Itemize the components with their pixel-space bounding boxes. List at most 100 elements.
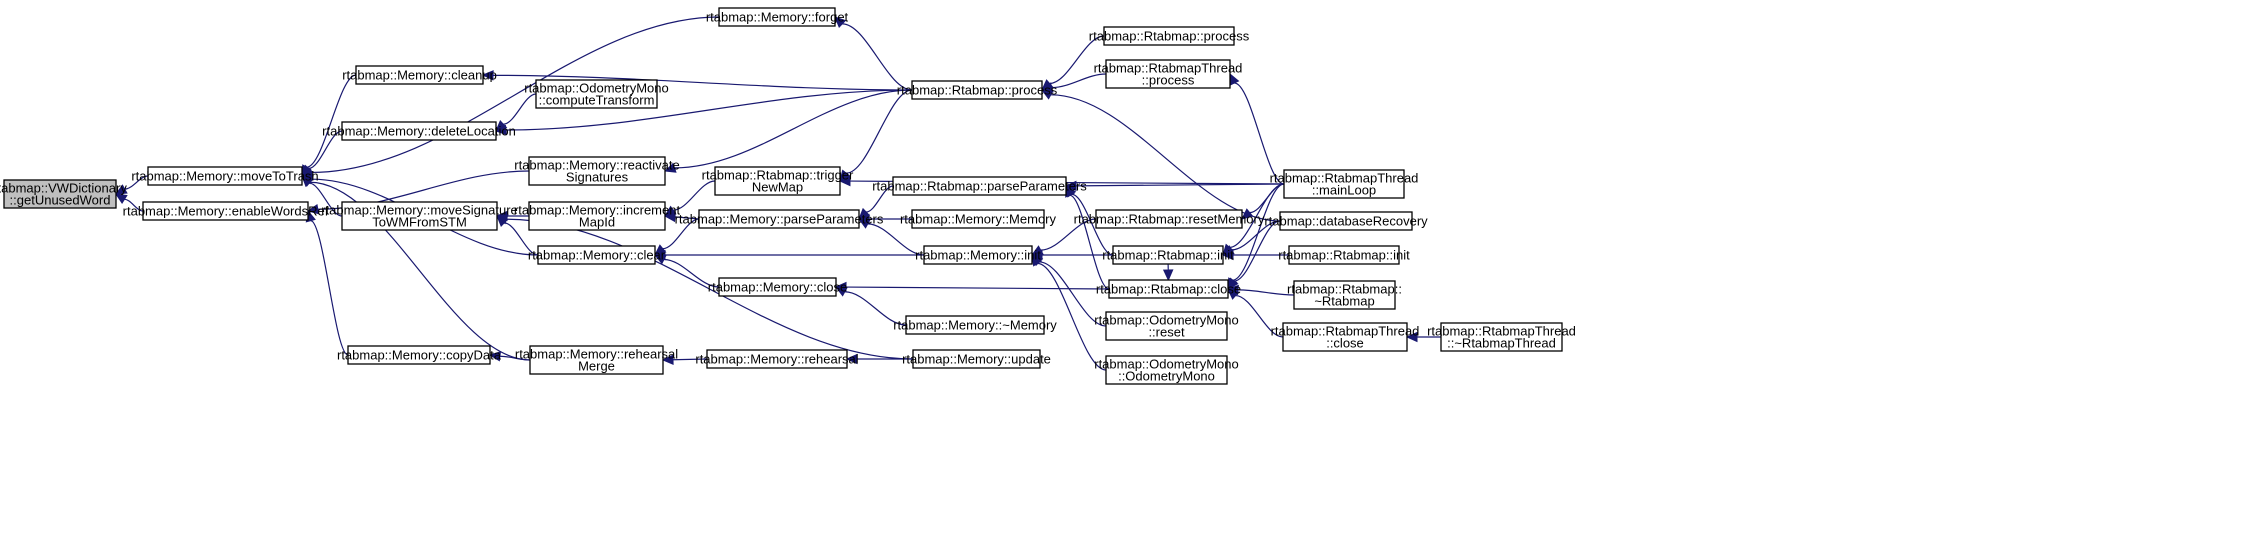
node-label: rtabmap::Memory::init (915, 248, 1041, 263)
node-odoCtor[interactable]: rtabmap::OdometryMono::OdometryMono (1094, 355, 1239, 385)
edge-rehearsal-to-rehearsalMerge (661, 354, 708, 366)
node-threadProcess[interactable]: rtabmap::RtabmapThread::process (1094, 59, 1243, 89)
node-memParseParameters[interactable]: rtabmap::Memory::parseParameters (675, 209, 884, 229)
node-label: rtabmap::OdometryMono (524, 81, 669, 96)
node-box (3, 179, 117, 209)
node-rtabDtor[interactable]: rtabmap::Rtabmap::~Rtabmap (1287, 280, 1402, 310)
node-box (923, 245, 1033, 265)
edge-line (308, 182, 343, 217)
edge-line (1069, 194, 1110, 290)
node-label: rtabmap::databaseRecovery (1264, 214, 1428, 229)
arrowhead-icon (834, 286, 848, 297)
node-threadDtor[interactable]: rtabmap::RtabmapThread::~RtabmapThread (1427, 322, 1576, 352)
edge-line (842, 23, 913, 91)
edge-line (1071, 193, 1114, 256)
edge-line (306, 74, 357, 168)
node-rtabParseParameters[interactable]: rtabmap::Rtabmap::parseParameters (872, 176, 1087, 196)
node-cleanup[interactable]: rtabmap::Memory::cleanup (342, 65, 497, 85)
arrowhead-icon (838, 175, 851, 187)
node-memInit[interactable]: rtabmap::Memory::init (915, 245, 1041, 265)
node-resetMemory[interactable]: rtabmap::Rtabmap::resetMemory (1074, 209, 1265, 229)
node-threadClose[interactable]: rtabmap::RtabmapThread::close (1271, 322, 1420, 352)
edge-mainLoop-to-rtabClose (1227, 183, 1285, 291)
node-label: rtabmap::RtabmapThread (1427, 324, 1576, 339)
node-label: rtabmap::Rtabmap::init (1278, 248, 1410, 263)
node-box (355, 65, 484, 85)
node-box (1283, 169, 1405, 199)
node-rehearsal[interactable]: rtabmap::Memory::rehearsal (695, 349, 859, 369)
node-memClose[interactable]: rtabmap::Memory::close (708, 277, 847, 297)
node-copyData[interactable]: rtabmap::Memory::copyData (337, 345, 502, 365)
node-box (1288, 245, 1400, 265)
edge-deleteLocation-to-moveToTrash (301, 130, 343, 177)
node-moveSignature[interactable]: rtabmap::Memory::moveSignatureToWMFromST… (321, 201, 518, 231)
node-label: rtabmap::Rtabmap::resetMemory (1074, 212, 1265, 227)
node-label: rtabmap::Memory::parseParameters (675, 212, 884, 227)
node-label: rtabmap::Memory::forget (706, 10, 849, 25)
node-label: Signatures (566, 170, 629, 185)
node-label: ::computeTransform (539, 93, 655, 108)
arrowhead-icon (663, 162, 677, 173)
arrowhead-icon (488, 351, 502, 362)
node-label: ::reset (1148, 325, 1185, 340)
node-box (714, 166, 841, 196)
node-box (911, 209, 1045, 229)
edge-layer (114, 16, 1441, 371)
arrowhead-icon (1241, 208, 1254, 220)
arrowhead-icon (1040, 89, 1054, 100)
node-memoryCtor[interactable]: rtabmap::Memory::Memory (900, 209, 1057, 229)
arrowhead-icon (306, 203, 320, 215)
node-memUpdate[interactable]: rtabmap::Memory::update (902, 349, 1051, 369)
edge-memInit-to-clear (653, 249, 924, 261)
node-computeTransform[interactable]: rtabmap::OdometryMono::computeTransform (524, 79, 669, 109)
node-odoReset[interactable]: rtabmap::OdometryMono::reset (1094, 311, 1239, 341)
arrowhead-icon (661, 354, 674, 366)
arrowhead-icon (653, 254, 667, 265)
node-rtabProcess[interactable]: rtabmap::Rtabmap::process (897, 80, 1058, 100)
node-box (528, 201, 666, 231)
edge-line (505, 89, 913, 131)
node-box (341, 201, 498, 231)
node-box (905, 315, 1045, 335)
edge-line (1232, 183, 1285, 281)
edge-line (1051, 73, 1107, 89)
node-forget[interactable]: rtabmap::Memory::forget (706, 7, 849, 27)
node-rtabInit[interactable]: rtabmap::Rtabmap::init (1102, 245, 1234, 265)
node-memDtor[interactable]: rtabmap::Memory::~Memory (893, 315, 1057, 335)
arrowhead-icon (114, 184, 128, 195)
node-label: rtabmap::Memory::increment (514, 203, 681, 218)
node-dbRecovery[interactable]: rtabmap::databaseRecovery (1264, 211, 1428, 231)
edge-dbRecovery-to-rtabProcess (1040, 89, 1281, 222)
node-rtabProcess2[interactable]: rtabmap::Rtabmap::process (1089, 26, 1250, 46)
node-label: rtabmap::Memory::~Memory (893, 318, 1057, 333)
node-enableWordsRef[interactable]: rtabmap::Memory::enableWordsRef (123, 201, 329, 221)
node-getUnusedWord[interactable]: rtabmap::VWDictionary::getUnusedWord (0, 179, 127, 209)
node-mainLoop[interactable]: rtabmap::RtabmapThread::mainLoop (1270, 169, 1419, 199)
edge-mainLoop-to-threadProcess (1229, 72, 1285, 185)
node-deleteLocation[interactable]: rtabmap::Memory::deleteLocation (322, 121, 516, 141)
node-clear[interactable]: rtabmap::Memory::clear (528, 245, 666, 265)
node-box (347, 345, 491, 365)
edge-line (308, 130, 343, 170)
node-rtabInit2[interactable]: rtabmap::Rtabmap::init (1278, 245, 1410, 265)
node-label: MapId (579, 215, 615, 230)
edge-memDtor-to-memClose (834, 286, 907, 326)
node-box (1103, 26, 1235, 46)
node-layer: rtabmap::VWDictionary::getUnusedWordrtab… (0, 7, 1576, 385)
node-rtabClose[interactable]: rtabmap::Rtabmap::close (1096, 279, 1241, 299)
edge-line (845, 286, 1110, 290)
node-moveToTrash[interactable]: rtabmap::Memory::moveToTrash (131, 166, 319, 186)
node-label: Merge (578, 359, 615, 374)
edge-line (310, 220, 349, 356)
edge-line (867, 223, 925, 256)
node-box (912, 349, 1041, 369)
node-label: rtabmap::Memory::reactivate (514, 158, 679, 173)
node-box (535, 79, 658, 109)
edge-line (1229, 183, 1285, 249)
node-label: rtabmap::Memory::clear (528, 248, 666, 263)
